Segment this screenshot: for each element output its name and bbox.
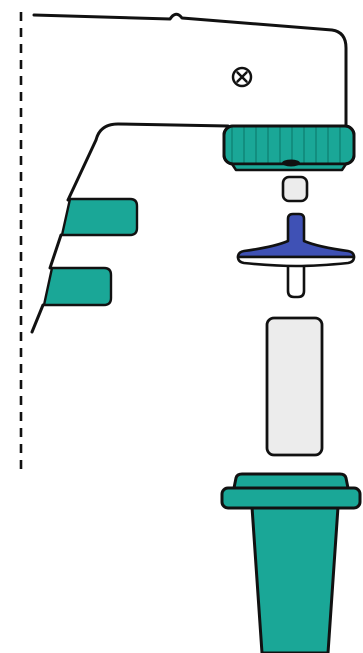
side-tab-lower-icon (42, 266, 113, 307)
side-tab-upper-icon (60, 197, 139, 237)
cross-valve-icon (236, 212, 356, 299)
threaded-collar-icon (222, 124, 356, 172)
cylinder-filter-icon (265, 316, 324, 457)
screw-mark-icon (231, 66, 253, 88)
small-seal-icon (281, 175, 309, 203)
cone-tip-icon (220, 472, 362, 653)
instrument-body-outline (30, 12, 348, 334)
